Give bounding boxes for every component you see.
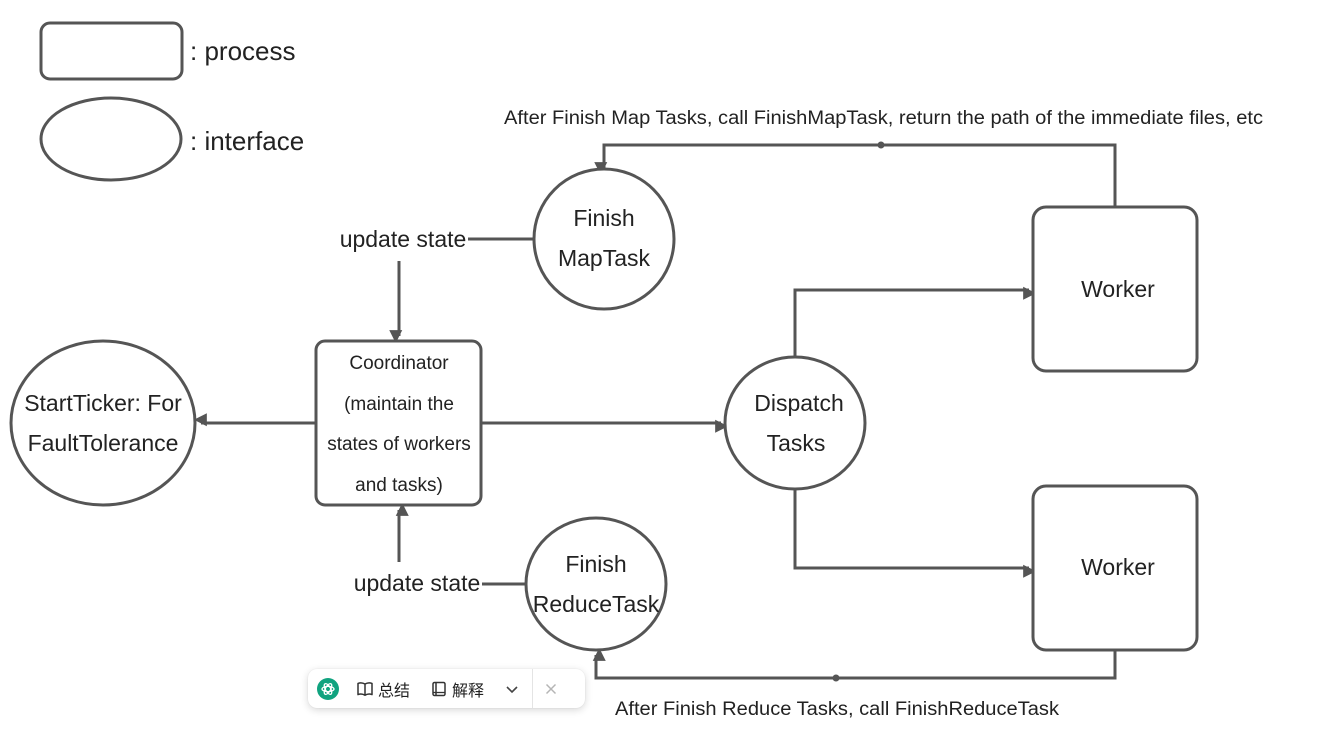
coordinator-line-2: (maintain the (344, 394, 454, 415)
chevron-down-icon[interactable] (504, 681, 520, 697)
legend-process-shape (39, 21, 184, 81)
worker-top-node: Worker (1031, 205, 1199, 373)
dispatch-tasks-node: Dispatch Tasks (723, 355, 867, 491)
open-book-icon (357, 681, 373, 696)
summarize-label: 总结 (378, 680, 411, 700)
update-state-top-label: update state (340, 226, 467, 252)
map-tasks-note: After Finish Map Tasks, call FinishMapTa… (504, 108, 1263, 129)
close-icon[interactable] (545, 683, 557, 695)
toolbar-divider (532, 669, 534, 708)
edge-worker-to-finish-reduce (592, 647, 1117, 680)
reduce-tasks-note: After Finish Reduce Tasks, call FinishRe… (615, 699, 1060, 720)
worker-top-label: Worker (1081, 276, 1155, 302)
coordinator-line-3: states of workers (327, 434, 471, 455)
start-ticker-node: StartTicker: For FaultTolerance (9, 339, 197, 507)
start-ticker-line-2: FaultTolerance (28, 430, 179, 456)
dispatch-line-1: Dispatch (754, 390, 843, 416)
book-icon (432, 681, 446, 696)
finish-reduce-task-node: Finish ReduceTask (524, 516, 668, 652)
explain-button[interactable]: 解释 (430, 677, 484, 701)
floating-ai-toolbar: 总结 解释 (308, 669, 585, 708)
finish-map-task-node: Finish MapTask (532, 167, 676, 311)
coordinator-line-1: Coordinator (349, 353, 449, 374)
summarize-button[interactable]: 总结 (356, 677, 410, 701)
edge-dispatch-to-worker-top (793, 286, 1037, 357)
update-state-bottom-label: update state (354, 570, 481, 596)
dispatch-line-2: Tasks (767, 430, 826, 456)
edge-waypoint-map (877, 141, 885, 149)
openai-logo-icon[interactable] (317, 677, 339, 700)
legend-process-label: : process (190, 36, 296, 66)
finish-reduce-line-1: Finish (565, 551, 626, 577)
worker-bottom-label: Worker (1081, 554, 1155, 580)
coordinator-line-4: and tasks) (355, 475, 443, 496)
edge-dispatch-to-worker-bottom (793, 489, 1037, 578)
legend-interface-shape (39, 96, 183, 182)
explain-label: 解释 (452, 680, 485, 700)
finish-map-line-1: Finish (573, 205, 634, 231)
finish-reduce-line-2: ReduceTask (533, 591, 660, 617)
edge-waypoint-reduce (832, 674, 840, 682)
start-ticker-line-1: StartTicker: For (24, 390, 182, 416)
edge-worker-to-finish-map (594, 143, 1117, 207)
worker-bottom-node: Worker (1031, 484, 1199, 652)
coordinator-node: Coordinator (maintain the states of work… (314, 339, 483, 507)
legend-interface-label: : interface (190, 126, 304, 156)
finish-map-line-2: MapTask (558, 245, 651, 271)
